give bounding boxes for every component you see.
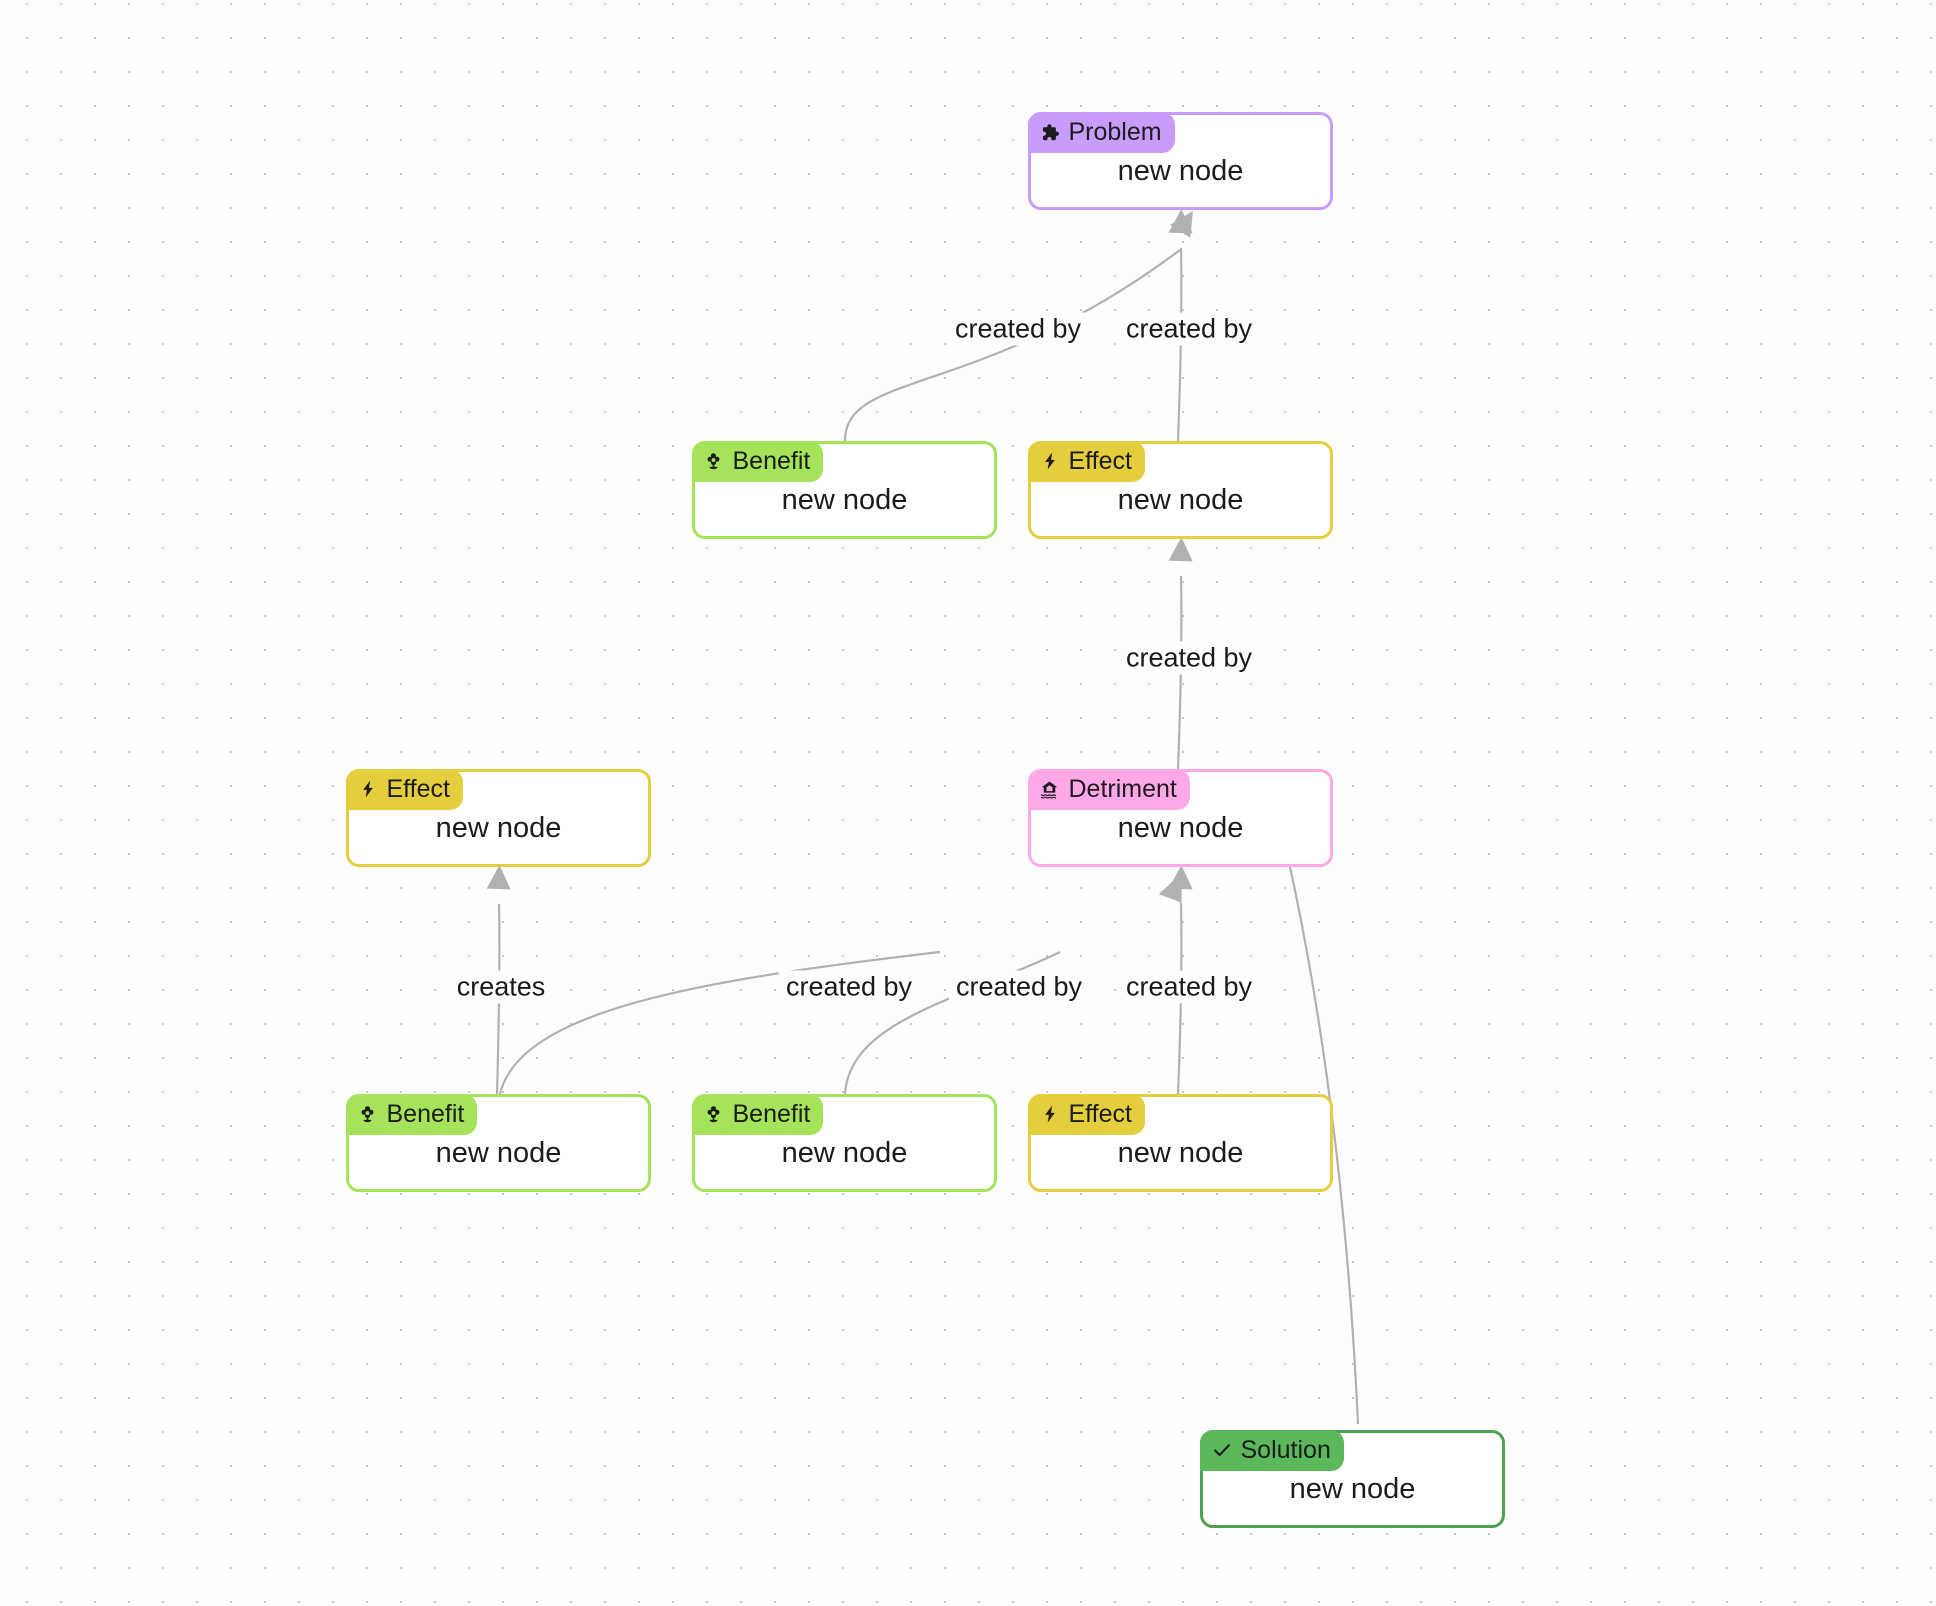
node-type-label: Effect: [1068, 446, 1132, 475]
node-benefit-2[interactable]: Benefit new node: [345, 1093, 651, 1192]
node-type-label: Detriment: [1068, 774, 1177, 803]
edge-label[interactable]: created by: [778, 970, 920, 1004]
check-icon: [1211, 1439, 1233, 1461]
edge-label[interactable]: created by: [947, 312, 1089, 346]
node-type-badge[interactable]: Effect: [1027, 1093, 1145, 1135]
node-type-badge[interactable]: Benefit: [691, 440, 824, 482]
node-title[interactable]: new node: [435, 1137, 562, 1169]
node-title[interactable]: new node: [781, 484, 908, 516]
node-detriment-1[interactable]: Detriment new node: [1027, 768, 1333, 867]
node-title[interactable]: new node: [781, 1137, 908, 1169]
edge-line[interactable]: [843, 249, 1181, 442]
puzzle-piece-icon: [1039, 121, 1061, 143]
node-type-label: Benefit: [732, 1099, 811, 1128]
edge-arrowhead: [1168, 537, 1193, 562]
node-benefit-3[interactable]: Benefit new node: [691, 1093, 997, 1192]
node-type-label: Benefit: [732, 446, 811, 475]
node-title[interactable]: new node: [1117, 155, 1244, 187]
node-type-badge[interactable]: Effect: [345, 768, 463, 810]
node-title[interactable]: new node: [1117, 484, 1244, 516]
edge-arrowhead: [1160, 876, 1183, 904]
node-effect-2[interactable]: Effect new node: [345, 768, 651, 867]
edge-label[interactable]: created by: [948, 970, 1090, 1004]
node-title[interactable]: new node: [1289, 1473, 1416, 1505]
node-title[interactable]: new node: [1117, 1137, 1244, 1169]
node-type-badge[interactable]: Benefit: [345, 1093, 478, 1135]
node-problem-1[interactable]: Problem new node: [1027, 111, 1333, 210]
node-type-label: Effect: [386, 774, 450, 803]
edge-arrowhead: [486, 865, 511, 890]
flooded-house-icon: [1039, 778, 1061, 800]
lightning-bolt-icon: [1039, 1103, 1061, 1125]
node-benefit-1[interactable]: Benefit new node: [691, 440, 997, 539]
node-type-badge[interactable]: Solution: [1199, 1429, 1344, 1471]
node-type-label: Effect: [1068, 1099, 1132, 1128]
flower-icon: [703, 1103, 725, 1125]
flower-icon: [703, 450, 725, 472]
node-type-badge[interactable]: Benefit: [691, 1093, 824, 1135]
node-type-label: Problem: [1068, 117, 1162, 146]
lightning-bolt-icon: [357, 778, 379, 800]
node-title[interactable]: new node: [1117, 812, 1244, 844]
node-type-label: Benefit: [386, 1099, 465, 1128]
node-effect-1[interactable]: Effect new node: [1027, 440, 1333, 539]
edge-arrowhead: [1168, 865, 1193, 890]
lightning-bolt-icon: [1039, 450, 1061, 472]
edge-label[interactable]: created by: [1118, 312, 1260, 346]
edge-arrowhead: [1168, 209, 1193, 234]
edge-label[interactable]: creates: [449, 970, 553, 1004]
node-type-badge[interactable]: Problem: [1027, 111, 1175, 153]
node-type-badge[interactable]: Effect: [1027, 440, 1145, 482]
node-solution-1[interactable]: Solution new node: [1199, 1429, 1505, 1528]
node-type-label: Solution: [1240, 1435, 1331, 1464]
edge-arrowhead: [1158, 875, 1182, 903]
edge-label[interactable]: created by: [1118, 970, 1260, 1004]
flower-icon: [357, 1103, 379, 1125]
node-title[interactable]: new node: [435, 812, 562, 844]
node-effect-3[interactable]: Effect new node: [1027, 1093, 1333, 1192]
edge-label[interactable]: created by: [1118, 641, 1260, 675]
node-type-badge[interactable]: Detriment: [1027, 768, 1190, 810]
